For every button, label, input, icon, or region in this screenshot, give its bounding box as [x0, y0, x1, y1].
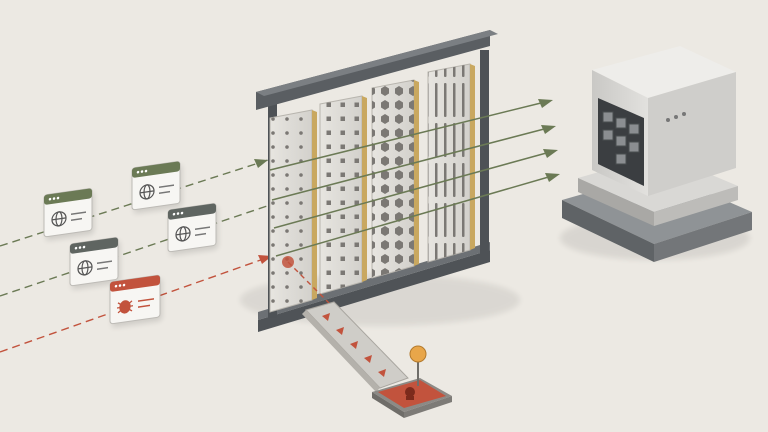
- filtered-traffic: [269, 101, 553, 257]
- arrow-head: [541, 125, 556, 134]
- arrow-head: [538, 99, 553, 108]
- incoming-arrow: [0, 204, 271, 297]
- warning-flag: [409, 345, 427, 363]
- request-card: [167, 203, 218, 256]
- skull-icon: [405, 387, 415, 400]
- bug-icon: [117, 300, 133, 314]
- protected-server: [560, 46, 752, 262]
- arrow-head: [543, 149, 558, 158]
- request-card: [43, 188, 94, 241]
- quarantine-bin: [372, 345, 452, 418]
- filter-panel-3: [371, 79, 419, 279]
- arrow-head: [545, 173, 560, 182]
- globe-icon: [175, 226, 191, 242]
- arrow-head: [254, 159, 268, 168]
- filter-panel-4: [427, 63, 475, 263]
- request-card: [69, 237, 120, 290]
- filter-panel-1: [269, 109, 317, 313]
- request-card: [131, 161, 182, 214]
- server-modules: [602, 111, 640, 165]
- globe-icon: [139, 184, 155, 200]
- filter-frame: [240, 30, 520, 332]
- filter-panel-2: [319, 95, 367, 295]
- passed-arrows: [538, 99, 560, 182]
- globe-icon: [77, 260, 93, 276]
- blocked-request: [282, 256, 331, 305]
- malicious-request-card: [109, 274, 162, 328]
- rejection-chute: [302, 301, 409, 392]
- globe-icon: [51, 211, 67, 227]
